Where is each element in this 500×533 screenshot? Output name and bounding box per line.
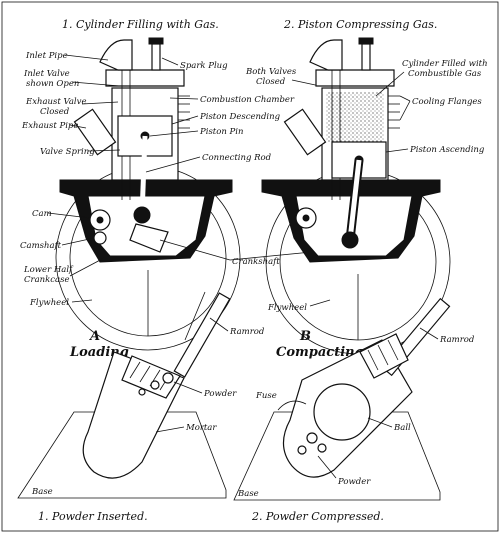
label-inlet-pipe: Inlet Pipe [25, 51, 68, 61]
label-piston-ascending: Piston Ascending [409, 145, 485, 155]
label-flywheel-right: Flywheel [267, 303, 307, 313]
label-exhaust-pipe: Exhaust Pipe [21, 121, 78, 131]
label-inlet-valve: Inlet Valve [23, 69, 70, 79]
label-inlet-valve-open: shown Open [26, 79, 79, 89]
label-combustion-chamber: Combustion Chamber [200, 95, 295, 105]
label-powder-a: Powder [203, 389, 237, 399]
label-crankshaft: Crankshaft [232, 257, 280, 267]
label-powder-b: Powder [337, 477, 371, 487]
label-connecting-rod: Connecting Rod [202, 153, 272, 163]
label-lower-half-crankcase: Crankcase [24, 275, 69, 285]
label-lower-half: Lower Half [23, 265, 74, 275]
label-both-valves: Both Valves [245, 67, 297, 77]
label-cam: Cam [32, 209, 52, 219]
caption-powder-inserted: 1. Powder Inserted. [38, 510, 148, 523]
label-cylinder-filled: Cylinder Filled with [402, 59, 488, 69]
engine-left-illustration [56, 38, 240, 350]
label-ball: Ball [393, 423, 411, 433]
label-ramrod-a: Ramrod [229, 327, 265, 337]
label-piston-pin: Piston Pin [199, 127, 243, 137]
crank-pin-right [342, 232, 358, 248]
label-base-b: Base [237, 489, 259, 499]
caption-piston-compressing: 2. Piston Compressing Gas. [283, 18, 437, 31]
caption-powder-compressed: 2. Powder Compressed. [251, 510, 384, 523]
ramrod-a [174, 293, 229, 377]
cannon-a-illustration [18, 292, 230, 498]
label-cooling-flanges: Cooling Flanges [412, 97, 482, 107]
label-both-valves-closed: Closed [256, 77, 286, 87]
label-fuse: Fuse [255, 391, 277, 401]
caption-cylinder-filling: 1. Cylinder Filling with Gas. [62, 18, 219, 31]
combustible-gas [326, 92, 384, 142]
label-base-a: Base [31, 487, 53, 497]
label-combustible-gas: Combustible Gas [408, 69, 482, 79]
spark-plug-left [152, 44, 160, 70]
label-spark-plug: Spark Plug [180, 61, 228, 71]
inlet-pipe-left [100, 40, 132, 70]
label-b: B [299, 329, 311, 344]
label-valve-spring: Valve Spring [40, 147, 95, 157]
cannon-ball [314, 384, 370, 440]
crank-pin-left [134, 207, 150, 223]
label-exhaust-valve-closed: Closed [40, 107, 70, 117]
label-mortar: Mortar [185, 423, 217, 433]
label-ramrod-b: Ramrod [439, 335, 475, 345]
spark-plug-right [362, 44, 370, 70]
camshaft-left [94, 232, 106, 244]
label-piston-descending: Piston Descending [199, 112, 281, 122]
label-a: A [88, 329, 100, 344]
label-exhaust-valve: Exhaust Valve [25, 97, 86, 107]
label-flywheel-left: Flywheel [29, 298, 69, 308]
label-camshaft: Camshaft [20, 241, 62, 251]
